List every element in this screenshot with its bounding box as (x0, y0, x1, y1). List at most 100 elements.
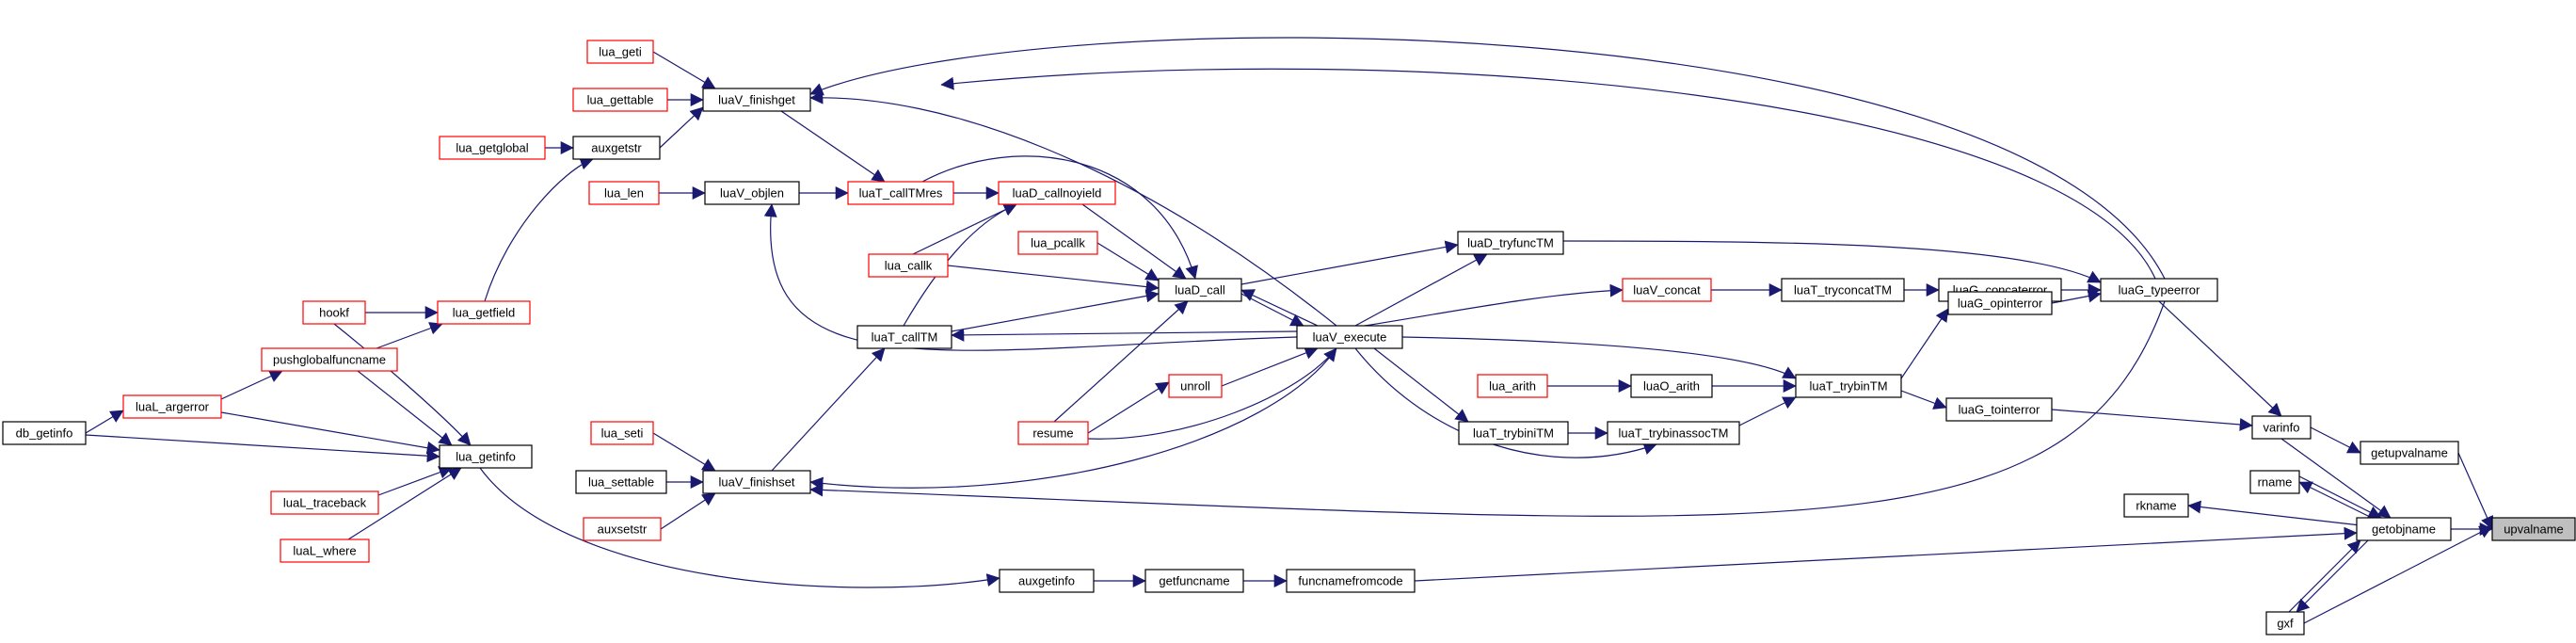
node-luav-concat[interactable]: luaV_concat (1622, 278, 1712, 302)
node-label: lua_seti (601, 426, 644, 441)
node-luat-tryconcattm[interactable]: luaT_tryconcatTM (1781, 278, 1905, 302)
node-luad-tryfunctm[interactable]: luaD_tryfuncTM (1457, 231, 1564, 255)
node-box (2265, 611, 2305, 635)
edge-luaV_execute-to-luaD_call (1240, 289, 1319, 327)
node-pushglobalfuncname[interactable]: pushglobalfuncname (261, 347, 398, 372)
node-luao-arith[interactable]: luaO_arith (1630, 374, 1713, 398)
node-luag-tointerror[interactable]: luaG_tointerror (1945, 397, 2053, 422)
node-luav-finishget[interactable]: luaV_finishget (702, 88, 811, 112)
node-auxgetinfo[interactable]: auxgetinfo (999, 569, 1095, 593)
edge-db_getinfo-to-luaL_argerror (85, 410, 124, 434)
node-label: auxgetinfo (1018, 574, 1075, 588)
node-box (868, 253, 949, 278)
edge-luaV_finishget-to-luaT_callTMres (780, 110, 886, 183)
node-label: varinfo (2263, 421, 2299, 435)
node-box (586, 40, 654, 64)
node-box (702, 88, 811, 112)
node-label: luaG_tointerror (1959, 403, 2040, 417)
node-label: gxf (2277, 617, 2294, 631)
node-label: luaT_trybinTM (1809, 379, 1887, 394)
node-resume[interactable]: resume (1017, 421, 1089, 445)
node-luat-trybintm[interactable]: luaT_trybinTM (1795, 374, 1902, 398)
node-box (1158, 278, 1242, 302)
node-luav-execute[interactable]: luaV_execute (1296, 325, 1403, 349)
node-lua-settable[interactable]: lua_settable (575, 470, 667, 494)
node-box (1144, 569, 1244, 593)
node-box (2, 421, 87, 445)
node-lua-pcallk[interactable]: lua_pcallk (1017, 231, 1098, 255)
node-box (2491, 517, 2576, 541)
edge-lua_getinfo-to-auxgetinfo (479, 467, 1000, 588)
node-unroll[interactable]: unroll (1168, 374, 1223, 398)
node-lua-arith[interactable]: lua_arith (1477, 374, 1548, 398)
node-label: lua_settable (588, 475, 654, 490)
edge-db_getinfo-to-lua_getinfo (85, 434, 440, 463)
node-luav-finishset[interactable]: luaV_finishset (702, 470, 811, 494)
node-box (999, 569, 1095, 593)
node-luag-typeerror[interactable]: luaG_typeerror (2100, 278, 2218, 302)
edge-luaV_execute-to-luaD_tryfuncTM (1354, 253, 1488, 327)
node-lua-getglobal[interactable]: lua_getglobal (439, 136, 546, 160)
node-luad-callnoyield[interactable]: luaD_callnoyield (998, 181, 1116, 205)
edge-luaV_execute-to-luaV_concat (1364, 283, 1624, 327)
edge-lua_getfield-to-auxgetstr (484, 157, 594, 302)
node-label: rkname (2136, 499, 2176, 513)
node-getobjname[interactable]: getobjname (2356, 517, 2452, 541)
node-label: auxgetstr (591, 141, 642, 155)
node-label: luaV_finishget (718, 93, 795, 107)
node-gxf[interactable]: gxf (2265, 611, 2305, 635)
edge-luaG_typeerror-to-luaV_finishset (809, 300, 2166, 517)
edge-luaT_callTM-to-luaD_call (951, 289, 1160, 332)
node-getupvalname[interactable]: getupvalname (2360, 441, 2459, 465)
node-lua-getinfo[interactable]: lua_getinfo (439, 444, 533, 469)
node-hookf[interactable]: hookf (302, 300, 366, 325)
node-lua-geti[interactable]: lua_geti (586, 40, 654, 64)
node-label: luaT_callTM (872, 330, 938, 345)
node-luat-trybinassoctm[interactable]: luaT_trybinassocTM (1607, 421, 1740, 445)
edge-luaT_callTMres-to-luaD_call (921, 155, 1198, 280)
node-lual-where[interactable]: luaL_where (280, 539, 370, 563)
node-lual-traceback[interactable]: luaL_traceback (270, 490, 379, 515)
node-luad-call[interactable]: luaD_call (1158, 278, 1242, 302)
node-label: getupvalname (2371, 446, 2448, 460)
edge-hookf-to-lua_getinfo (333, 323, 472, 446)
node-box (1947, 291, 2053, 315)
node-lua-seti[interactable]: lua_seti (590, 421, 654, 445)
edge-luaD_callnoyield-to-luaD_call (1081, 203, 1187, 280)
node-label: getobjname (2372, 522, 2436, 537)
node-box (1458, 421, 1569, 445)
node-getfuncname[interactable]: getfuncname (1144, 569, 1244, 593)
node-box (583, 517, 662, 541)
node-box (702, 470, 811, 494)
node-auxgetstr[interactable]: auxgetstr (572, 136, 661, 160)
node-luat-calltmres[interactable]: luaT_callTMres (847, 181, 954, 205)
node-rkname[interactable]: rkname (2123, 493, 2189, 518)
edge-luaL_where-to-lua_getinfo (347, 467, 462, 540)
node-box (1607, 421, 1740, 445)
node-box (572, 136, 661, 160)
node-lual-argerror[interactable]: luaL_argerror (122, 394, 222, 419)
node-upvalname[interactable]: upvalname (2491, 517, 2576, 541)
node-luat-calltm[interactable]: luaT_callTM (856, 325, 952, 349)
node-box (122, 394, 222, 419)
edge-auxgetstr-to-luaV_finishget (659, 106, 704, 149)
node-box (1017, 231, 1098, 255)
node-lua-gettable[interactable]: lua_gettable (572, 88, 668, 112)
node-varinfo[interactable]: varinfo (2251, 415, 2312, 440)
node-label: getfuncname (1159, 574, 1229, 588)
node-label: luaT_trybinassocTM (1618, 426, 1728, 441)
node-luat-trybinitm[interactable]: luaT_trybiniTM (1458, 421, 1569, 445)
edge-resume-to-unroll (1087, 381, 1170, 434)
node-luag-opinterror[interactable]: luaG_opinterror (1947, 291, 2053, 315)
node-db-getinfo[interactable]: db_getinfo (2, 421, 87, 445)
node-lua-callk[interactable]: lua_callk (868, 253, 949, 278)
node-lua-len[interactable]: lua_len (588, 181, 660, 205)
node-box (439, 136, 546, 160)
edge-luaG_tointerror-to-varinfo (2051, 409, 2253, 431)
node-lua-getfield[interactable]: lua_getfield (437, 300, 531, 325)
node-rname[interactable]: rname (2249, 470, 2300, 494)
edge-luaG_typeerror-to-luaV_objlen (940, 68, 2156, 280)
node-auxsetstr[interactable]: auxsetstr (583, 517, 662, 541)
node-luav-objlen[interactable]: luaV_objlen (704, 181, 800, 205)
node-funcnamefromcode[interactable]: funcnamefromcode (1286, 569, 1416, 593)
